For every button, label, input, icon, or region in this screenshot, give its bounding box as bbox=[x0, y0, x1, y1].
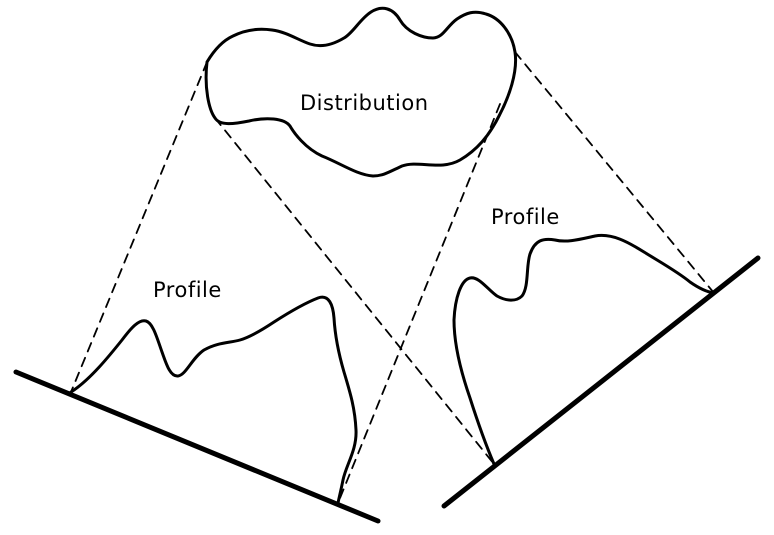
baseline-left bbox=[13, 369, 381, 524]
distribution-label: Distribution bbox=[300, 91, 429, 115]
profile-right-curve bbox=[452, 233, 716, 466]
projection-line-1 bbox=[70, 61, 208, 393]
profile-left-curve bbox=[69, 295, 358, 505]
profile-right-label: Profile bbox=[491, 205, 560, 229]
projection-line-2 bbox=[337, 103, 501, 504]
projection-line-3 bbox=[214, 117, 495, 465]
projection-line-4 bbox=[514, 51, 715, 294]
profile-left-label: Profile bbox=[153, 278, 222, 302]
baseline-right bbox=[441, 255, 761, 509]
distribution-outline bbox=[204, 6, 518, 178]
